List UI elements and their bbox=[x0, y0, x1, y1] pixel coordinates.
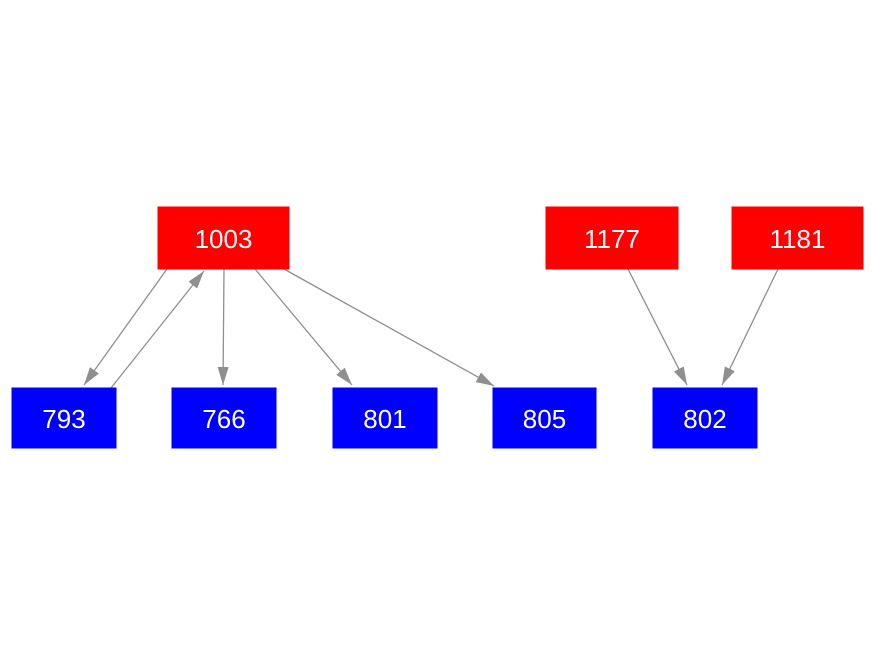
node-label-1003: 1003 bbox=[195, 224, 253, 254]
node-label-793: 793 bbox=[42, 404, 85, 434]
edge-1003-805 bbox=[283, 268, 495, 387]
edge-1003-801 bbox=[254, 268, 353, 386]
node-label-766: 766 bbox=[202, 404, 245, 434]
node-1181: 1181 bbox=[731, 206, 864, 270]
edge-1003-793 bbox=[83, 268, 168, 386]
node-box-802 bbox=[652, 387, 758, 449]
node-label-1181: 1181 bbox=[770, 224, 826, 254]
edge-1003-766 bbox=[217, 268, 229, 386]
edge-1177-802 bbox=[627, 268, 688, 386]
node-label-805: 805 bbox=[523, 404, 566, 434]
node-766: 766 bbox=[171, 387, 277, 449]
node-box-793 bbox=[11, 387, 117, 449]
node-label-802: 802 bbox=[683, 404, 726, 434]
node-box-766 bbox=[171, 387, 277, 449]
node-802: 802 bbox=[652, 387, 758, 449]
node-1003: 1003 bbox=[157, 206, 290, 270]
node-label-801: 801 bbox=[363, 404, 406, 434]
node-801: 801 bbox=[332, 387, 438, 449]
node-805: 805 bbox=[492, 387, 597, 449]
node-box-1181 bbox=[731, 206, 864, 270]
edge-1181-802 bbox=[721, 268, 779, 386]
node-793: 793 bbox=[11, 387, 117, 449]
node-box-805 bbox=[492, 387, 597, 449]
edge-793-1003 bbox=[110, 270, 205, 389]
node-box-1177 bbox=[545, 206, 679, 270]
node-box-1003 bbox=[157, 206, 290, 270]
node-label-1177: 1177 bbox=[584, 224, 640, 254]
node-box-801 bbox=[332, 387, 438, 449]
node-1177: 1177 bbox=[545, 206, 679, 270]
